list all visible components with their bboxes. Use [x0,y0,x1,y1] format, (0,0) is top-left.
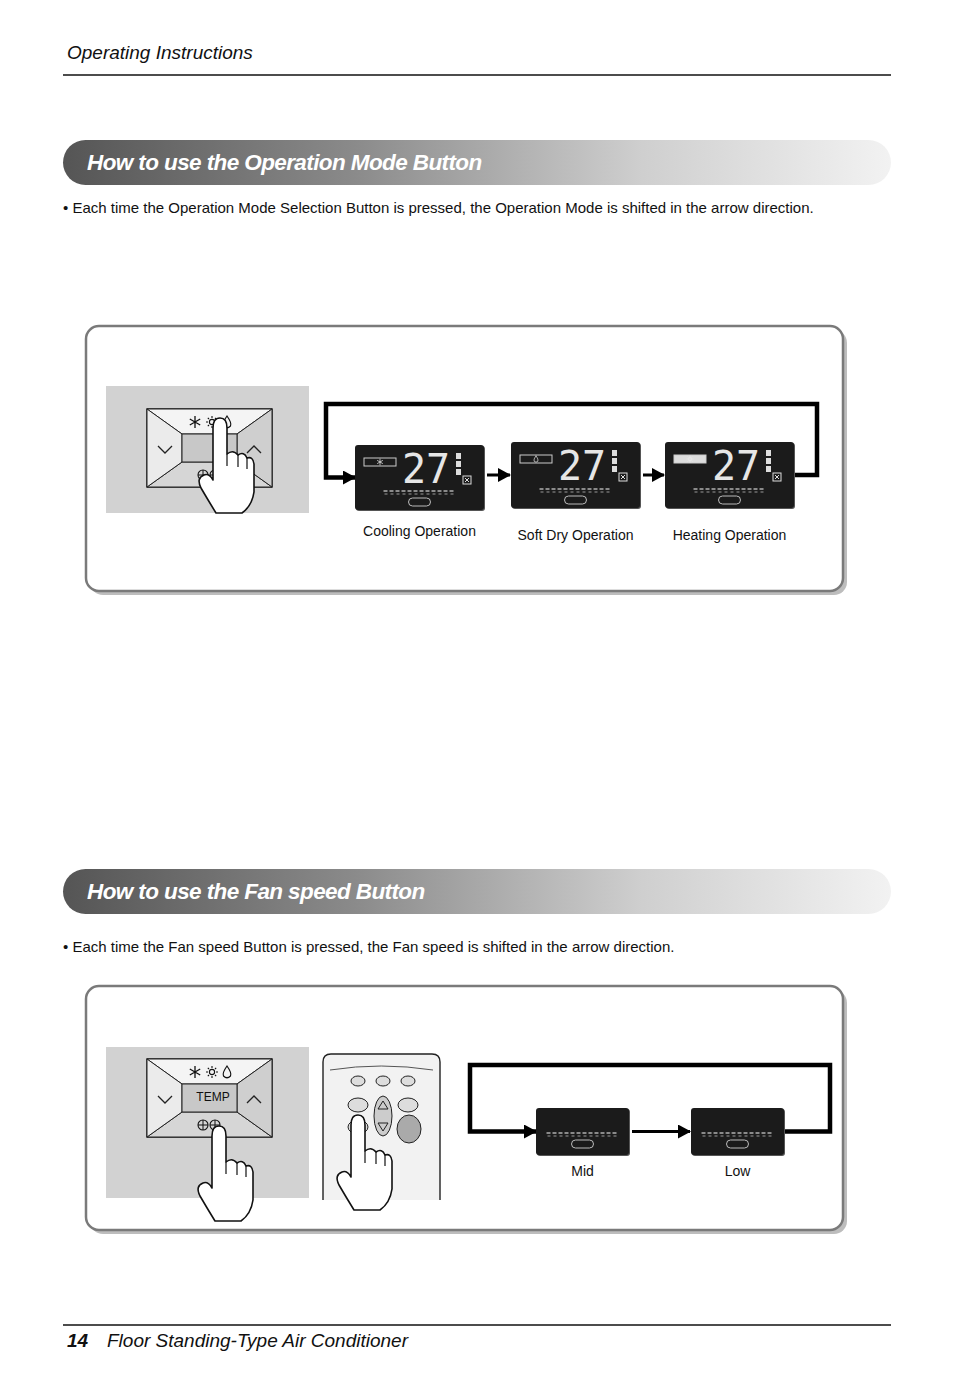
flow-arrow [487,474,510,477]
lcd-display: 27Heating Operation [665,442,794,508]
instruction-text: • Each time the Fan speed Button is pres… [63,937,893,956]
display-caption: Mid [571,1163,594,1179]
flow-arrow [632,1130,690,1133]
display-caption: Cooling Operation [363,523,476,539]
lcd-display: 27Cooling Operation [355,445,484,510]
temperature-digits: 27 [402,449,450,489]
page-number: 14 [67,1330,88,1352]
display-caption: Low [725,1163,751,1179]
lcd-display: Low [691,1108,784,1155]
lcd-segments [536,1108,629,1155]
banner-title: How to use the Operation Mode Button [63,140,891,185]
temperature-digits: 27 [712,446,760,486]
temperature-digits: 27 [558,446,606,486]
display-caption: Heating Operation [673,527,787,543]
section-banner: How to use the Operation Mode Button [63,140,891,185]
button-label: TEMP [193,1090,233,1104]
display-caption: Soft Dry Operation [518,527,634,543]
instruction-text: • Each time the Operation Mode Selection… [63,198,893,217]
flow-arrow [643,474,664,477]
lcd-display: Mid [536,1108,629,1155]
lcd-segments [691,1108,784,1155]
footer-title: Floor Standing-Type Air Conditioner [107,1330,408,1352]
banner-title: How to use the Fan speed Button [63,869,891,914]
running-header: Operating Instructions [67,42,253,64]
section-banner: How to use the Fan speed Button [63,869,891,914]
lcd-display: 27Soft Dry Operation [511,442,640,508]
